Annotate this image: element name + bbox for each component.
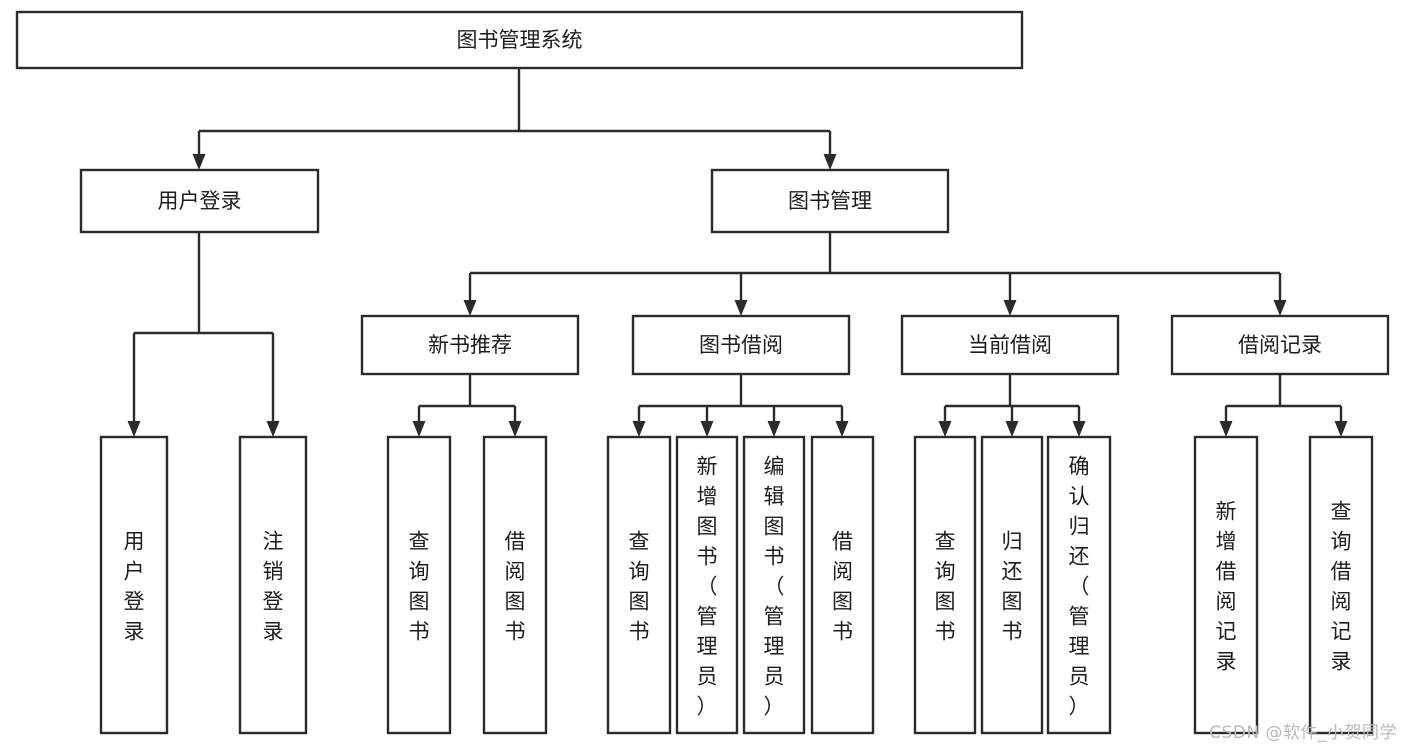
node-box-leaf-return-book [980, 435, 1044, 735]
node-box-leaf-add-book-admin [675, 435, 739, 735]
node-root[interactable]: 图书管理系统 [15, 10, 1024, 70]
edge-arrowhead [1005, 421, 1019, 437]
node-box-leaf-edit-book-admin [742, 435, 806, 735]
node-box-leaf-user-login [99, 435, 169, 735]
node-leaf-return-book[interactable]: 归还图书 [980, 435, 1044, 735]
node-box-root [15, 10, 1024, 70]
edge-arrowhead [412, 421, 426, 437]
node-box-new-book-rec [360, 314, 580, 376]
node-label-leaf-query-borrow-record: 查询借阅记录 [1331, 499, 1352, 673]
node-borrow-record[interactable]: 借阅记录 [1170, 314, 1390, 376]
edge-arrowhead [1072, 421, 1086, 437]
node-box-leaf-borrow-book-1 [482, 435, 548, 735]
edge-arrowhead [127, 421, 141, 437]
node-box-leaf-add-borrow-record [1193, 435, 1259, 735]
node-book-manage[interactable]: 图书管理 [710, 168, 950, 234]
node-box-current-borrow [900, 314, 1120, 376]
node-leaf-edit-book-admin[interactable]: 编辑图书（管理员） [742, 435, 806, 735]
edge-arrowhead [823, 154, 837, 170]
node-leaf-borrow-book-2[interactable]: 借阅图书 [810, 435, 875, 735]
node-box-leaf-query-borrow-record [1308, 435, 1374, 735]
node-box-leaf-confirm-return-admin [1046, 435, 1112, 735]
edge-arrowhead [192, 154, 206, 170]
node-box-leaf-query-book-3 [913, 435, 977, 735]
edge-layer [127, 68, 1348, 437]
node-label-leaf-add-book-admin: 新增图书（管理员） [697, 454, 718, 718]
node-label-root: 图书管理系统 [457, 28, 583, 52]
node-label-borrow-record: 借阅记录 [1238, 333, 1322, 357]
node-box-borrow-record [1170, 314, 1390, 376]
node-leaf-add-book-admin[interactable]: 新增图书（管理员） [675, 435, 739, 735]
node-label-leaf-edit-book-admin: 编辑图书（管理员） [764, 454, 785, 718]
edge-arrowhead [1334, 421, 1348, 437]
node-box-leaf-borrow-book-2 [810, 435, 875, 735]
edge-arrowhead [938, 421, 952, 437]
node-label-book-manage: 图书管理 [788, 189, 872, 213]
edge-arrowhead [1273, 300, 1287, 316]
node-leaf-add-borrow-record[interactable]: 新增借阅记录 [1193, 435, 1259, 735]
node-box-user-login [79, 168, 320, 234]
edge-arrowhead [463, 300, 477, 316]
node-label-leaf-borrow-book-2: 借阅图书 [832, 529, 853, 643]
node-user-login[interactable]: 用户登录 [79, 168, 320, 234]
node-label-current-borrow: 当前借阅 [968, 333, 1052, 357]
node-label-new-book-rec: 新书推荐 [428, 333, 512, 357]
node-box-book-manage [710, 168, 950, 234]
node-leaf-query-book-1[interactable]: 查询图书 [386, 435, 452, 735]
node-label-leaf-return-book: 归还图书 [1002, 529, 1023, 643]
edge-arrowhead [1003, 300, 1017, 316]
edge-arrowhead [632, 421, 646, 437]
edge-arrowhead [734, 300, 748, 316]
node-label-leaf-borrow-book-1: 借阅图书 [505, 529, 526, 643]
edge-arrowhead [1219, 421, 1233, 437]
edge-arrowhead [835, 421, 849, 437]
node-leaf-query-borrow-record[interactable]: 查询借阅记录 [1308, 435, 1374, 735]
node-label-leaf-query-book-2: 查询图书 [629, 529, 650, 643]
node-leaf-user-login[interactable]: 用户登录 [99, 435, 169, 735]
node-label-leaf-confirm-return-admin: 确认归还（管理员） [1069, 454, 1090, 718]
node-new-book-rec[interactable]: 新书推荐 [360, 314, 580, 376]
node-leaf-confirm-return-admin[interactable]: 确认归还（管理员） [1046, 435, 1112, 735]
node-box-book-borrow [631, 314, 851, 376]
node-leaf-query-book-3[interactable]: 查询图书 [913, 435, 977, 735]
node-label-leaf-user-login: 用户登录 [124, 529, 145, 643]
edge-arrowhead [508, 421, 522, 437]
node-leaf-logout[interactable]: 注销登录 [238, 435, 308, 735]
node-label-leaf-query-book-1: 查询图书 [409, 529, 430, 643]
node-label-user-login: 用户登录 [158, 189, 242, 213]
node-box-leaf-logout [238, 435, 308, 735]
edge-arrowhead [266, 421, 280, 437]
node-box-leaf-query-book-2 [606, 435, 672, 735]
node-current-borrow[interactable]: 当前借阅 [900, 314, 1120, 376]
node-label-leaf-add-borrow-record: 新增借阅记录 [1216, 499, 1237, 673]
node-label-leaf-logout: 注销登录 [263, 529, 284, 643]
csdn-watermark: CSDN @软件_小贺同学 [1209, 723, 1397, 743]
node-label-leaf-query-book-3: 查询图书 [935, 529, 956, 643]
edge-arrowhead [767, 421, 781, 437]
node-layer: 图书管理系统用户登录图书管理新书推荐图书借阅当前借阅借阅记录用户登录注销登录查询… [15, 10, 1390, 735]
node-leaf-query-book-2[interactable]: 查询图书 [606, 435, 672, 735]
node-book-borrow[interactable]: 图书借阅 [631, 314, 851, 376]
node-leaf-borrow-book-1[interactable]: 借阅图书 [482, 435, 548, 735]
node-label-book-borrow: 图书借阅 [699, 333, 783, 357]
node-box-leaf-query-book-1 [386, 435, 452, 735]
edge-arrowhead [700, 421, 714, 437]
